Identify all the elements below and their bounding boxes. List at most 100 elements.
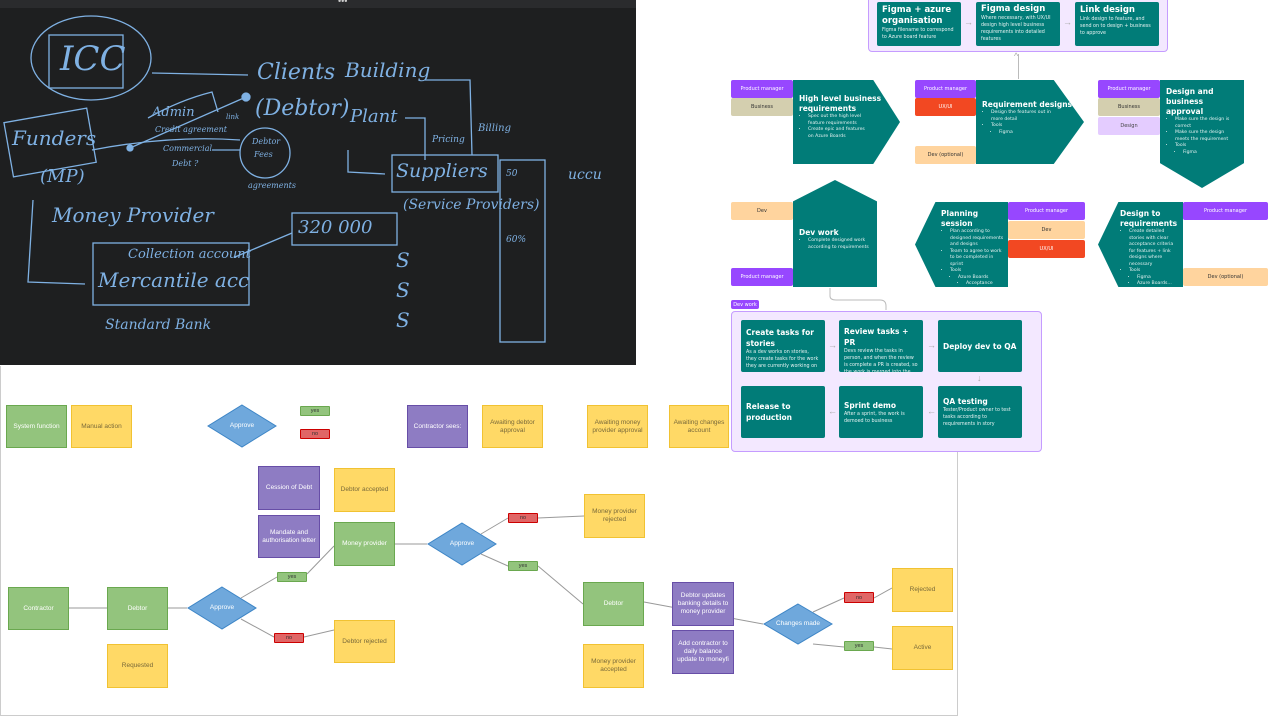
role-dev-optional: Dev (optional) — [915, 146, 976, 164]
step-design-to-requirements[interactable]: Design to requirements Create detailed s… — [1098, 202, 1183, 287]
status-awaiting-money-provider: Awaiting money provider approval — [587, 405, 648, 448]
arrow-right-icon: → — [927, 340, 936, 350]
sketch-label: (Debtor) — [255, 96, 350, 121]
design-card[interactable]: Link design Link design to feature, and … — [1075, 2, 1159, 46]
sketch-label: Pricing — [432, 135, 465, 145]
node-requested[interactable]: Requested — [107, 644, 168, 688]
sketch-label: link — [226, 113, 240, 121]
status-awaiting-debtor: Awaiting debtor approval — [482, 405, 543, 448]
node-active[interactable]: Active — [892, 626, 953, 670]
role-design: Design — [1098, 117, 1160, 135]
sketch-label: Clients — [257, 60, 336, 85]
bullet: Team to agree to work to be completed in… — [950, 249, 1004, 269]
bullet: Make sure the design meets the requireme… — [1175, 130, 1238, 143]
card-desc: Link design to feature, and send on to d… — [1080, 17, 1151, 36]
node-cession-of-debt[interactable]: Cession of Debt — [258, 466, 320, 510]
bullet: Complete designed work according to requ… — [808, 238, 871, 251]
node-debtor[interactable]: Debtor — [107, 587, 168, 630]
card-title: QA testing — [943, 397, 988, 406]
label-no: no — [274, 633, 304, 643]
connector — [1018, 54, 1019, 79]
card-desc: Tester/Product owner to test tasks accor… — [943, 408, 1011, 427]
arrow-right-icon: → — [1063, 17, 1072, 27]
design-card[interactable]: Figma design Where necessary, with UX/UI… — [976, 2, 1060, 46]
sketch-label: Plant — [350, 106, 398, 127]
role-product-manager: Product manager — [1183, 202, 1268, 220]
dev-card[interactable]: Release to production — [741, 386, 825, 438]
node-changes-made[interactable]: Changes made — [763, 603, 833, 645]
label-yes: yes — [277, 572, 307, 582]
sketch-label: Building — [345, 58, 431, 82]
node-money-provider[interactable]: Money provider — [334, 522, 395, 566]
node-money-provider-rejected[interactable]: Money provider rejected — [584, 494, 645, 538]
node-debtor-2[interactable]: Debtor — [583, 582, 644, 626]
sketch-label: Funders — [12, 126, 97, 150]
label-no: no — [508, 513, 538, 523]
step-title: Design to requirements — [1120, 209, 1178, 228]
node-debtor-accepted[interactable]: Debtor accepted — [334, 468, 395, 512]
bullet: Tools — [1129, 268, 1179, 275]
design-card[interactable]: Figma + azure organisation Figma filenam… — [877, 2, 961, 46]
card-title: Sprint demo — [844, 401, 896, 410]
card-title: Review tasks + PR — [844, 327, 909, 347]
sketch-label: Admin — [152, 105, 195, 120]
sketch-label: Money Provider — [52, 203, 214, 227]
bullet: Figma — [1137, 275, 1179, 282]
role-uxui: UX/UI — [915, 98, 976, 116]
step-title: Design and business approval — [1166, 87, 1214, 116]
node-rejected[interactable]: Rejected — [892, 568, 953, 612]
bullet: Figma — [1183, 150, 1238, 157]
sketch-label: agreements — [248, 181, 296, 190]
sketch-label: S — [396, 278, 410, 302]
legend-manual-action: Manual action — [71, 405, 132, 448]
arrow-up-icon: ^ — [1014, 51, 1019, 61]
node-mandate-letter[interactable]: Mandate and authorisation letter — [258, 515, 320, 558]
sketch-label: ICC — [60, 39, 126, 79]
label-yes: yes — [508, 561, 538, 571]
more-icon[interactable]: ••• — [338, 0, 348, 6]
decision-label: Changes made — [775, 620, 821, 627]
process-diagram: Figma + azure organisation Figma filenam… — [706, 0, 1280, 458]
sketch-label: Mercantile acc — [98, 268, 250, 292]
arrow-left-icon: ← — [828, 406, 837, 416]
sketch-label: Commercial — [163, 144, 213, 153]
dev-card[interactable]: Sprint demo After a sprint, the work is … — [839, 386, 923, 438]
dev-card[interactable]: Deploy dev to QA — [938, 320, 1022, 372]
card-desc: Figma filename to correspond to Azure bo… — [882, 28, 954, 40]
bullet: Acceptance Criteria — [966, 281, 1004, 287]
node-add-contractor[interactable]: Add contractor to daily balance update t… — [672, 630, 734, 674]
sketch-label: S — [396, 248, 410, 272]
arrow-right-icon: → — [828, 340, 837, 350]
sketch-label: uccu — [568, 167, 602, 183]
role-product-manager: Product manager — [1008, 202, 1085, 220]
approval-flowchart: System function Manual action Approve ye… — [0, 366, 958, 716]
decision-label: Approve — [229, 422, 255, 429]
bullet: Tools — [991, 123, 1054, 130]
node-money-provider-accepted[interactable]: Money provider accepted — [583, 644, 644, 688]
bullet: Figma — [999, 130, 1054, 137]
bullet: Tools — [1175, 143, 1238, 150]
sketch-label: Fees — [254, 150, 273, 159]
dev-card[interactable]: QA testing Tester/Product owner to test … — [938, 386, 1022, 438]
step-planning-session[interactable]: Planning session Plan according to desig… — [915, 202, 1008, 287]
node-debtor-rejected[interactable]: Debtor rejected — [334, 620, 395, 663]
card-desc: As a dev works on stories, they create t… — [746, 350, 819, 369]
bullet: Make sure the design is correct — [1175, 117, 1238, 130]
whiteboard-toolbar — [0, 0, 636, 8]
dev-card[interactable]: Create tasks for stories As a dev works … — [741, 320, 825, 372]
node-debtor-approve[interactable]: Approve — [187, 586, 257, 630]
node-money-provider-approve[interactable]: Approve — [427, 522, 497, 566]
step-design-business-approval[interactable]: Design and business approval Make sure t… — [1160, 80, 1244, 188]
step-dev-work[interactable]: Dev work Complete designed work accordin… — [793, 180, 877, 287]
step-title: Planning session — [941, 209, 979, 228]
dev-card[interactable]: Review tasks + PR Devs review the tasks … — [839, 320, 923, 382]
card-title: Deploy dev to QA — [943, 341, 1017, 351]
node-debtor-updates-banking[interactable]: Debtor updates banking details to money … — [672, 582, 734, 626]
card-title: Figma + azure organisation — [882, 5, 952, 26]
role-business: Business — [1098, 98, 1160, 116]
bullet: Azure Boards... — [1137, 281, 1179, 287]
sketch-label: Collection account — [128, 247, 251, 262]
bullet: Create epic and features on Azure Boards — [808, 127, 871, 140]
node-contractor[interactable]: Contractor — [8, 587, 69, 630]
bullet: Plan according to designed requirements … — [950, 229, 1004, 249]
